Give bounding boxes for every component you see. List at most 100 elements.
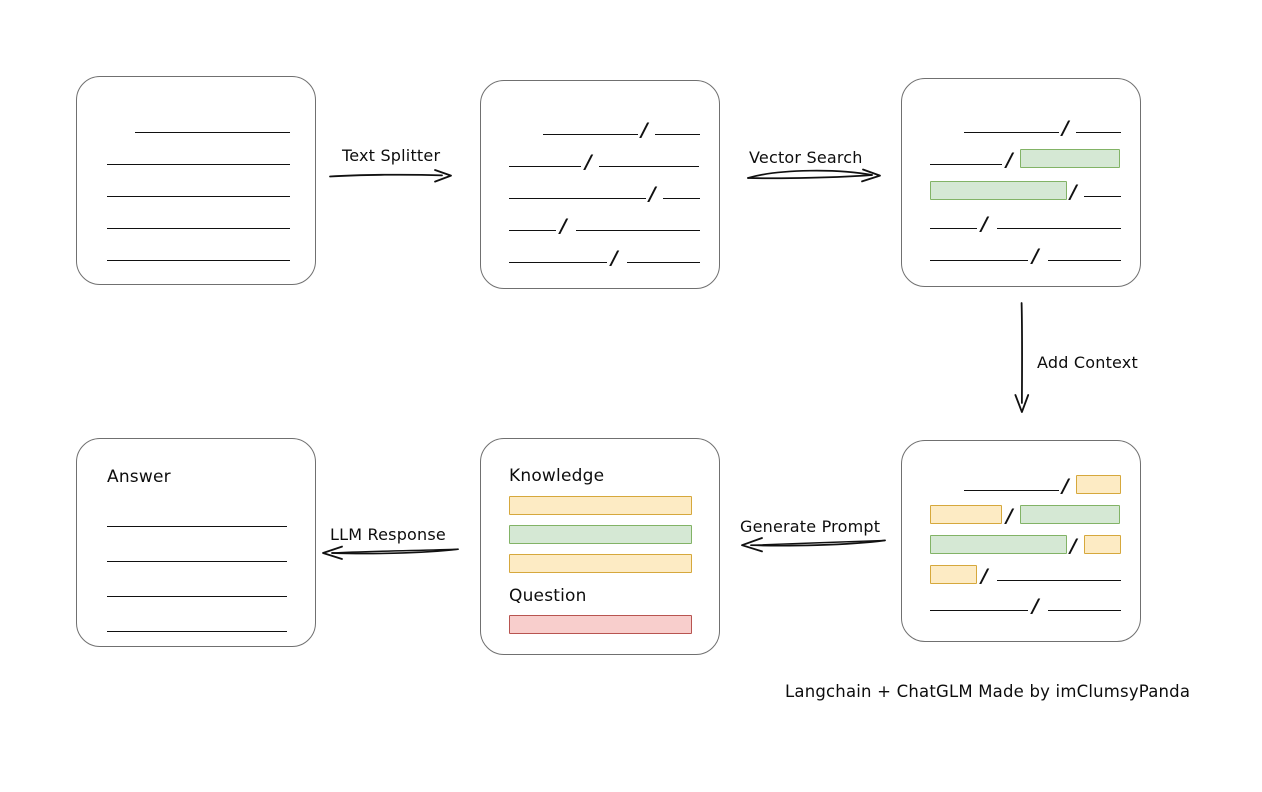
highlighted-chunk-green — [930, 535, 1067, 554]
line-separator-slash: / — [585, 151, 592, 173]
text-rule — [107, 196, 290, 197]
document-line: / — [481, 245, 719, 269]
line-separator-slash: / — [1006, 505, 1013, 527]
line-separator-slash: / — [981, 565, 988, 587]
text-rule — [997, 580, 1121, 581]
text-rule — [627, 262, 700, 263]
text-rule — [1048, 260, 1121, 261]
text-rule — [107, 631, 287, 632]
document-line — [77, 509, 315, 531]
highlighted-chunk-yellow — [1076, 475, 1121, 494]
line-separator-slash: / — [1032, 245, 1039, 267]
highlighted-chunk-green — [930, 181, 1067, 200]
answer-box[interactable]: Answer — [76, 438, 316, 647]
document-line — [77, 614, 315, 636]
text-rule — [107, 596, 287, 597]
text-rule — [1084, 196, 1121, 197]
text-rule — [964, 490, 1059, 491]
text-rule — [107, 228, 290, 229]
line-separator-slash: / — [1070, 535, 1077, 557]
line-separator-slash: / — [649, 183, 656, 205]
source-document-lines — [77, 77, 315, 284]
edge-add-context — [1012, 302, 1034, 415]
document-line — [77, 179, 315, 201]
knowledge-bar-yellow — [509, 554, 692, 573]
text-rule — [930, 228, 977, 229]
document-line: / — [481, 213, 719, 237]
line-separator-slash: / — [1062, 117, 1069, 139]
edge-generate-prompt-label: Generate Prompt — [740, 517, 881, 536]
edge-llm-response — [318, 543, 459, 561]
highlighted-chunk-green — [1020, 149, 1120, 168]
line-separator-slash: / — [1032, 595, 1039, 617]
context-chunks-box[interactable]: / / / / / — [901, 440, 1141, 642]
generated-prompt-box[interactable]: Knowledge Question — [480, 438, 720, 655]
document-line: / — [902, 243, 1140, 267]
document-line — [77, 115, 315, 137]
text-rule — [107, 561, 287, 562]
edge-text-splitter — [329, 167, 460, 185]
line-separator-slash: / — [611, 247, 618, 269]
text-rule — [1048, 610, 1121, 611]
highlighted-chunk-yellow — [930, 505, 1002, 524]
context-chunks-lines: / / / / / — [902, 441, 1140, 641]
document-line: / — [902, 563, 1140, 587]
document-line: / — [481, 149, 719, 173]
line-separator-slash: / — [560, 215, 567, 237]
text-rule — [509, 230, 556, 231]
document-line: / — [902, 147, 1140, 171]
document-line: / — [481, 117, 719, 141]
question-bar-red — [509, 615, 692, 634]
answer-title: Answer — [107, 467, 171, 487]
line-separator-slash: / — [1006, 149, 1013, 171]
question-title: Question — [509, 586, 587, 606]
highlighted-chunk-yellow — [1084, 535, 1121, 554]
knowledge-bar-green — [509, 525, 692, 544]
document-line: / — [902, 115, 1140, 139]
text-rule — [543, 134, 638, 135]
text-rule — [509, 166, 581, 167]
document-line — [77, 147, 315, 169]
text-rule — [930, 164, 1002, 165]
document-line: / — [902, 211, 1140, 235]
document-line — [77, 544, 315, 566]
edge-vector-search — [747, 166, 888, 186]
source-document-box[interactable] — [76, 76, 316, 285]
vector-matches-box[interactable]: / / / / / — [901, 78, 1141, 287]
edge-llm-response-label: LLM Response — [330, 525, 446, 544]
line-separator-slash: / — [1070, 181, 1077, 203]
text-rule — [964, 132, 1059, 133]
line-separator-slash: / — [1062, 475, 1069, 497]
edge-generate-prompt — [737, 535, 886, 553]
line-separator-slash: / — [641, 119, 648, 141]
text-rule — [509, 262, 607, 263]
text-rule — [107, 164, 290, 165]
vector-matches-lines: / / / / / — [902, 79, 1140, 286]
edge-add-context-label: Add Context — [1037, 353, 1138, 372]
text-rule — [599, 166, 699, 167]
document-line: / — [902, 179, 1140, 203]
document-line: / — [902, 533, 1140, 557]
text-rule — [509, 198, 646, 199]
text-rule — [930, 260, 1028, 261]
text-rule — [655, 134, 700, 135]
text-rule — [1076, 132, 1121, 133]
knowledge-bar-yellow — [509, 496, 692, 515]
text-rule — [997, 228, 1121, 229]
split-chunks-box[interactable]: / / / / / — [480, 80, 720, 289]
text-rule — [107, 526, 287, 527]
document-line — [77, 243, 315, 265]
document-line — [77, 579, 315, 601]
text-rule — [576, 230, 700, 231]
highlighted-chunk-green — [1020, 505, 1120, 524]
text-rule — [107, 260, 290, 261]
text-rule — [663, 198, 700, 199]
document-line: / — [481, 181, 719, 205]
line-separator-slash: / — [981, 213, 988, 235]
split-chunks-lines: / / / / / — [481, 81, 719, 288]
document-line: / — [902, 593, 1140, 617]
footer-credit: Langchain + ChatGLM Made by imClumsyPand… — [785, 682, 1191, 701]
knowledge-title: Knowledge — [509, 466, 605, 486]
document-line — [77, 211, 315, 233]
